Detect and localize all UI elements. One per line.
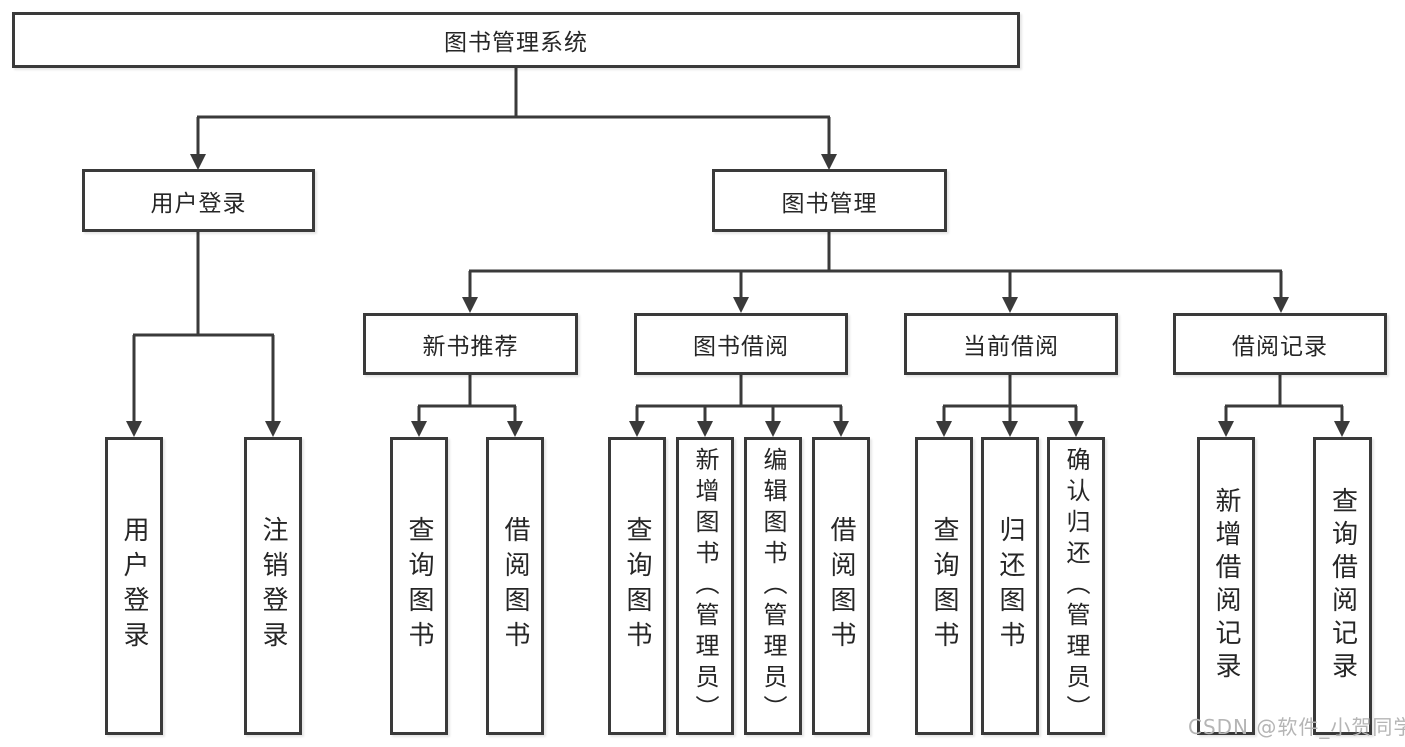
node-current-borrowing: 当前借阅	[904, 313, 1118, 375]
node-leaf-user-login-label: 用户登录	[119, 516, 149, 656]
node-book-management-label: 图书管理	[781, 190, 878, 217]
node-user-login: 用户登录	[82, 169, 315, 232]
node-leaf-bb-query-books-label: 查询图书	[622, 516, 652, 656]
node-leaf-br-query-record-label: 查询借阅记录	[1327, 487, 1358, 685]
arrow-icon	[629, 421, 645, 437]
connector-path	[132, 68, 1344, 423]
node-leaf-cb-query-books: 查询图书	[915, 437, 973, 735]
arrow-icon	[936, 421, 952, 437]
node-borrow-records: 借阅记录	[1173, 313, 1387, 375]
arrow-icon	[190, 154, 206, 170]
arrow-icon	[821, 154, 837, 170]
arrow-icon	[462, 297, 478, 313]
node-user-login-label: 用户登录	[150, 190, 247, 217]
node-leaf-bb-borrow-books: 借阅图书	[812, 437, 870, 735]
node-leaf-br-add-record-label: 新增借阅记录	[1211, 487, 1241, 685]
node-new-book-recommend-label: 新书推荐	[422, 334, 519, 360]
node-leaf-cb-confirm-return-admin-label: 确认归还（管理员）	[1062, 446, 1090, 726]
arrow-icon	[1068, 421, 1084, 437]
arrow-icon	[833, 421, 849, 437]
node-leaf-bb-query-books: 查询图书	[608, 437, 666, 735]
node-borrow-records-label: 借阅记录	[1232, 334, 1328, 360]
arrow-icon	[126, 421, 142, 437]
node-leaf-nr-borrow-books: 借阅图书	[486, 437, 544, 735]
node-root-label: 图书管理系统	[444, 30, 588, 56]
node-leaf-bb-borrow-books-label: 借阅图书	[826, 516, 856, 656]
arrow-icon	[1218, 421, 1234, 437]
node-leaf-nr-query-books: 查询图书	[390, 437, 448, 735]
node-leaf-nr-query-books-label: 查询图书	[404, 516, 434, 656]
arrow-icon	[733, 297, 749, 313]
node-leaf-bb-edit-books-admin-label: 编辑图书（管理员）	[759, 446, 787, 726]
node-book-borrowing-label: 图书借阅	[693, 334, 789, 360]
node-book-management: 图书管理	[712, 169, 947, 232]
arrow-icon	[507, 421, 523, 437]
arrow-icon	[411, 421, 427, 437]
node-new-book-recommend: 新书推荐	[363, 313, 578, 375]
node-leaf-nr-borrow-books-label: 借阅图书	[500, 516, 530, 656]
arrow-icon	[1002, 421, 1018, 437]
arrow-icon	[265, 421, 281, 437]
node-leaf-cb-return-books-label: 归还图书	[995, 516, 1025, 656]
node-leaf-logout-label: 注销登录	[258, 516, 288, 656]
arrowheads	[126, 154, 1350, 437]
arrow-icon	[765, 421, 781, 437]
node-root: 图书管理系统	[12, 12, 1020, 68]
node-book-borrowing: 图书借阅	[634, 313, 848, 375]
node-leaf-br-query-record: 查询借阅记录	[1313, 437, 1372, 735]
node-leaf-cb-return-books: 归还图书	[981, 437, 1039, 735]
arrow-icon	[697, 421, 713, 437]
node-leaf-cb-confirm-return-admin: 确认归还（管理员）	[1047, 437, 1105, 735]
arrow-icon	[1334, 421, 1350, 437]
arrow-icon	[1002, 297, 1018, 313]
node-leaf-bb-edit-books-admin: 编辑图书（管理员）	[744, 437, 802, 735]
node-leaf-logout: 注销登录	[244, 437, 302, 735]
node-leaf-bb-add-books-admin-label: 新增图书（管理员）	[691, 446, 719, 726]
node-leaf-bb-add-books-admin: 新增图书（管理员）	[676, 437, 734, 735]
csdn-watermark: CSDN @软件_小贺同学	[1188, 715, 1405, 739]
node-leaf-user-login: 用户登录	[105, 437, 163, 735]
node-leaf-br-add-record: 新增借阅记录	[1197, 437, 1255, 735]
arrow-icon	[1273, 297, 1289, 313]
node-current-borrowing-label: 当前借阅	[963, 334, 1059, 360]
node-leaf-cb-query-books-label: 查询图书	[929, 516, 959, 656]
